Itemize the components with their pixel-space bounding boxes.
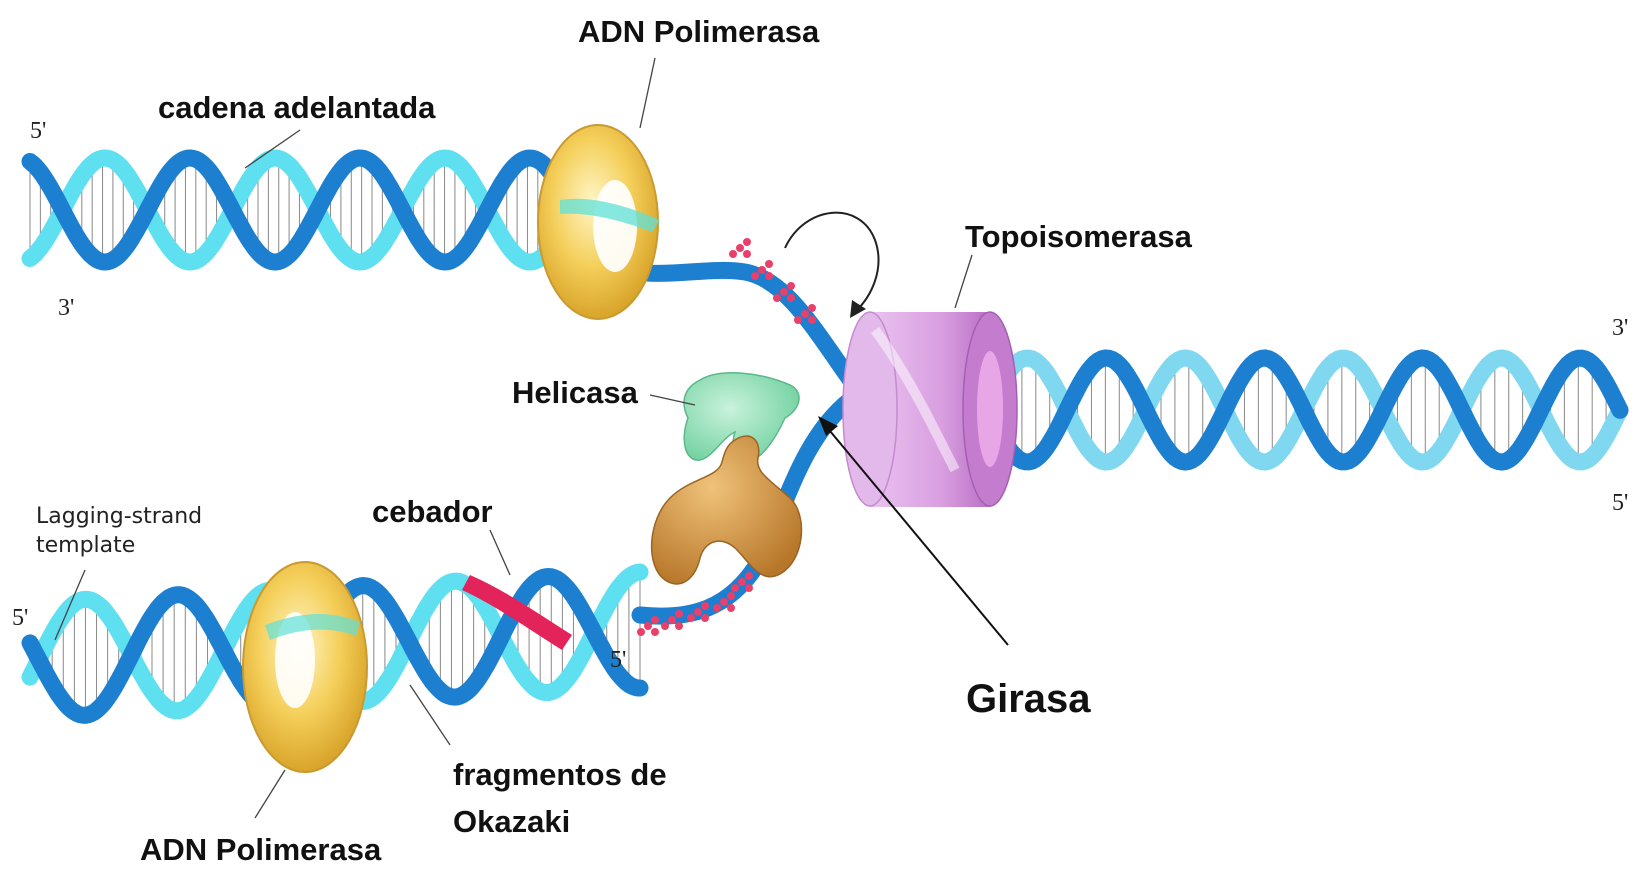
ssb-dot <box>720 598 728 606</box>
ssb-dot <box>743 238 751 246</box>
ssb-dot <box>745 572 753 580</box>
leader-primer <box>490 530 510 575</box>
label-lagging-template-1: Lagging-strand <box>36 504 202 529</box>
ssb-dot <box>713 604 721 612</box>
end-primer-5: 5' <box>610 647 626 673</box>
ssb-dot <box>765 260 773 268</box>
ssb-dot <box>738 578 746 586</box>
ssb-dot <box>694 608 702 616</box>
label-top-polymerase: ADN Polimerasa <box>578 14 820 49</box>
bottom-polymerase-icon <box>243 562 367 772</box>
label-lagging-template-2: template <box>36 533 135 558</box>
end-top-left-3: 3' <box>58 295 74 321</box>
ssb-dot <box>751 272 759 280</box>
end-right-3: 3' <box>1612 315 1628 341</box>
ssb-dot <box>675 610 683 618</box>
ssb-dot <box>745 584 753 592</box>
ssb-dot <box>637 628 645 636</box>
ssb-dot <box>668 616 676 624</box>
ssb-dot <box>661 622 669 630</box>
ssb-dot <box>736 244 744 252</box>
end-bottom-left-5: 5' <box>12 605 28 631</box>
ssb-dot <box>701 602 709 610</box>
label-bottom-polymerase: ADN Polimerasa <box>140 832 382 867</box>
label-okazaki-1: fragmentos de <box>453 757 667 792</box>
ssb-dot <box>801 310 809 318</box>
label-primer: cebador <box>372 494 493 529</box>
ssb-dot <box>787 294 795 302</box>
end-top-left-5: 5' <box>30 118 46 144</box>
label-gyrase: Girasa <box>966 677 1091 721</box>
primase-icon <box>652 436 802 584</box>
ssb-dot <box>794 316 802 324</box>
ssb-dot <box>729 250 737 258</box>
ssb-dot <box>727 604 735 612</box>
ssb-dot <box>675 622 683 630</box>
ssb-dot <box>687 614 695 622</box>
ssb-dot <box>758 266 766 274</box>
ssb-dot <box>651 628 659 636</box>
ssb-dot <box>808 304 816 312</box>
ssb-dot <box>780 288 788 296</box>
leader-topoisomerase <box>955 255 972 308</box>
ssb-dot <box>765 272 773 280</box>
label-leading-strand: cadena adelantada <box>158 90 436 125</box>
top-polymerase-icon <box>538 125 660 319</box>
leader-top-polymerase <box>640 58 655 128</box>
leader-bottom-polymerase <box>255 770 285 818</box>
ssb-dot <box>787 282 795 290</box>
ssb-dot <box>773 294 781 302</box>
label-okazaki-2: Okazaki <box>453 804 570 839</box>
ssb-dot <box>727 592 735 600</box>
label-helicase: Helicasa <box>512 375 639 410</box>
ssb-dot <box>731 584 739 592</box>
label-topoisomerase: Topoisomerasa <box>965 219 1193 254</box>
ssb-dot <box>808 316 816 324</box>
ssb-dot <box>644 622 652 630</box>
ssb-dot <box>701 614 709 622</box>
ssb-dot <box>743 250 751 258</box>
end-right-5: 5' <box>1612 490 1628 516</box>
ssb-dot <box>651 616 659 624</box>
